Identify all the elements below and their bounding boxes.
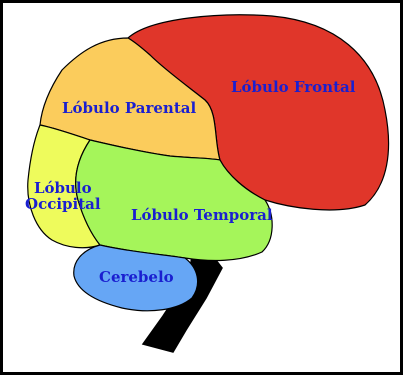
label-parental: Lóbulo Parental <box>62 101 196 117</box>
label-occipital: Lóbulo Occipital <box>25 181 101 213</box>
label-occipital-line2: Occipital <box>25 197 101 213</box>
label-cerebelo: Cerebelo <box>99 270 174 286</box>
label-temporal: Lóbulo Temporal <box>131 208 273 224</box>
label-frontal: Lóbulo Frontal <box>231 80 355 96</box>
